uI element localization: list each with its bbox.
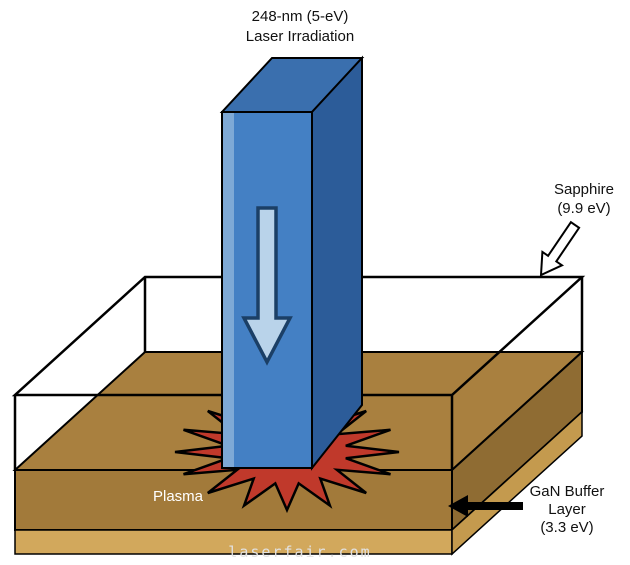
sapphire-label-line-1: Sapphire bbox=[554, 181, 614, 198]
watermark-text: laserfair.com bbox=[228, 543, 371, 561]
buffer-layer-side-face bbox=[451, 410, 583, 556]
gan-label-line-1: GaN Buffer bbox=[530, 483, 605, 500]
laser-beam-side-face bbox=[311, 55, 363, 471]
gan-pointer-arrow-icon bbox=[448, 495, 523, 517]
sapphire-pointer-arrow-icon bbox=[539, 220, 581, 277]
plasma-label: Plasma bbox=[153, 488, 204, 505]
title-line-1: 248-nm (5-eV) bbox=[252, 8, 349, 25]
laser-beam bbox=[219, 55, 365, 471]
title-line-2: Laser Irradiation bbox=[246, 28, 354, 45]
gan-label-line-3: (3.3 eV) bbox=[540, 519, 593, 536]
laser-direction-arrow-icon bbox=[241, 206, 293, 366]
gan-label-line-2: Layer bbox=[548, 501, 586, 518]
sapphire-label-line-2: (9.9 eV) bbox=[557, 200, 610, 217]
laser-beam-left-highlight bbox=[223, 113, 234, 467]
